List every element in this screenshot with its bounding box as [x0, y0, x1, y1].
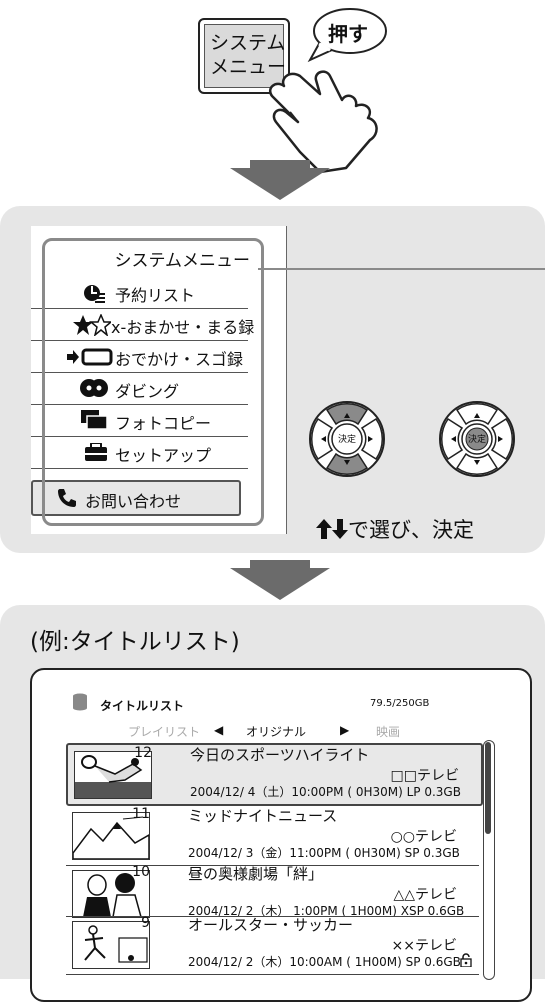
title-name: 今日のスポーツハイライト — [190, 746, 370, 764]
row-divider — [66, 865, 479, 866]
system-menu-button-label-line2: メニュー — [210, 56, 287, 78]
photo-copy-icon — [81, 410, 108, 430]
enter-label: 決定 — [467, 435, 486, 445]
title-meta: 2004/12/ 2（木）10:00AM ( 1H00M) SP 0.6GB — [188, 955, 461, 969]
row-divider — [66, 974, 479, 975]
title-name: オールスター・サッカー — [188, 916, 354, 934]
tab-right-arrow-icon[interactable]: ▶ — [340, 723, 350, 737]
direction-pad-right[interactable] — [438, 400, 516, 478]
title-channel: ○○テレビ — [390, 829, 457, 845]
title-number: 12 — [134, 745, 152, 761]
example-label: (例:タイトルリスト) — [30, 629, 240, 655]
menu-item-label: フォトコピー — [115, 414, 212, 433]
thumbnail-tennis — [74, 751, 152, 799]
speech-bubble-icon — [307, 8, 387, 63]
menu-item-dubbing[interactable]: ダビング — [31, 372, 248, 405]
menu-item-label: おでかけ・スゴ録 — [115, 350, 244, 369]
menu-item-label: お問い合わせ — [85, 492, 182, 511]
phone-icon — [58, 489, 76, 507]
stars-icon — [73, 314, 111, 336]
menu-item-portable[interactable]: おでかけ・スゴ録 — [31, 340, 248, 373]
title-row[interactable]: 10 昼の奥様劇場「絆」 △△テレビ 2004/12/ 2（木） 1:00PM … — [66, 864, 479, 923]
menu-item-photo-copy[interactable]: フォトコピー — [31, 404, 248, 437]
thumbnail-soccer — [72, 921, 150, 969]
menu-item-auto-record[interactable]: x-おまかせ・まる録 — [31, 308, 254, 341]
title-number: 11 — [132, 806, 150, 822]
tab-movie[interactable]: 映画 — [376, 725, 401, 739]
title-row[interactable]: 12 今日のスポーツハイライト □□テレビ 2004/12/ 4（土）10:00… — [66, 743, 483, 806]
press-label: 押す — [328, 22, 368, 46]
title-name: ミッドナイトニュース — [188, 807, 338, 825]
title-list-header: タイトルリスト — [100, 699, 185, 713]
menu-item-label: ダビング — [115, 382, 180, 401]
down-arrow-icon — [230, 560, 330, 600]
menu-item-label: セットアップ — [115, 446, 212, 465]
hint-text: で選び、決定 — [348, 518, 474, 542]
menu-highlight-frame — [42, 238, 264, 526]
pressing-hand-icon — [268, 70, 378, 174]
thumbnail-mountain — [72, 812, 150, 860]
title-channel: △△テレビ — [393, 887, 457, 903]
disk-capacity: 79.5/250GB — [370, 698, 430, 709]
tab-left-arrow-icon[interactable]: ◀ — [214, 723, 224, 737]
enter-label: 決定 — [337, 435, 356, 445]
menu-item-contact[interactable]: お問い合わせ — [31, 480, 241, 516]
title-meta: 2004/12/ 3（金）11:00PM ( 0H30M) SP 0.3GB — [188, 846, 460, 860]
toolbox-icon — [85, 443, 107, 461]
portable-transfer-icon — [67, 348, 113, 366]
menu-item-setup[interactable]: セットアップ — [31, 436, 248, 469]
direction-pad-left[interactable] — [308, 400, 386, 478]
title-row[interactable]: 11 ミッドナイトニュース ○○テレビ 2004/12/ 3（金）11:00PM… — [66, 806, 479, 865]
tab-playlist[interactable]: プレイリスト — [128, 725, 201, 739]
menu-item-reservation-list[interactable]: 予約リスト — [31, 276, 248, 309]
tab-original[interactable]: オリジナル — [246, 725, 307, 739]
title-number: 9 — [141, 915, 150, 931]
up-down-arrows-icon — [316, 519, 348, 539]
thumbnail-couple — [72, 870, 150, 918]
title-name: 昼の奥様劇場「絆」 — [188, 865, 324, 883]
title-channel: □□テレビ — [390, 768, 459, 784]
menu-item-label: x-おまかせ・まる録 — [111, 318, 255, 337]
title-row[interactable]: 9 オールスター・サッカー ××テレビ 2004/12/ 2（木）10:00AM… — [66, 915, 479, 974]
title-number: 10 — [132, 864, 150, 880]
row-divider — [66, 916, 479, 917]
system-menu-title: システムメニュー — [114, 251, 251, 271]
system-menu-button[interactable]: システム メニュー — [198, 18, 290, 94]
system-menu-button-label-line1: システム — [210, 32, 286, 54]
callout-line — [258, 268, 545, 270]
scrollbar-thumb[interactable] — [485, 742, 491, 834]
title-channel: ××テレビ — [391, 938, 457, 954]
lock-icon — [460, 953, 472, 967]
navigation-hint: で選び、決定 — [316, 514, 474, 544]
title-meta: 2004/12/ 2（木） 1:00PM ( 1H00M) XSP 0.6GB — [188, 904, 465, 918]
down-arrow-icon — [230, 160, 330, 200]
title-meta: 2004/12/ 4（土）10:00PM ( 0H30M) LP 0.3GB — [190, 785, 461, 799]
menu-item-label: 予約リスト — [115, 286, 196, 305]
reservation-icon — [84, 285, 105, 303]
dubbing-icon — [80, 379, 108, 397]
disk-icon — [73, 693, 87, 711]
